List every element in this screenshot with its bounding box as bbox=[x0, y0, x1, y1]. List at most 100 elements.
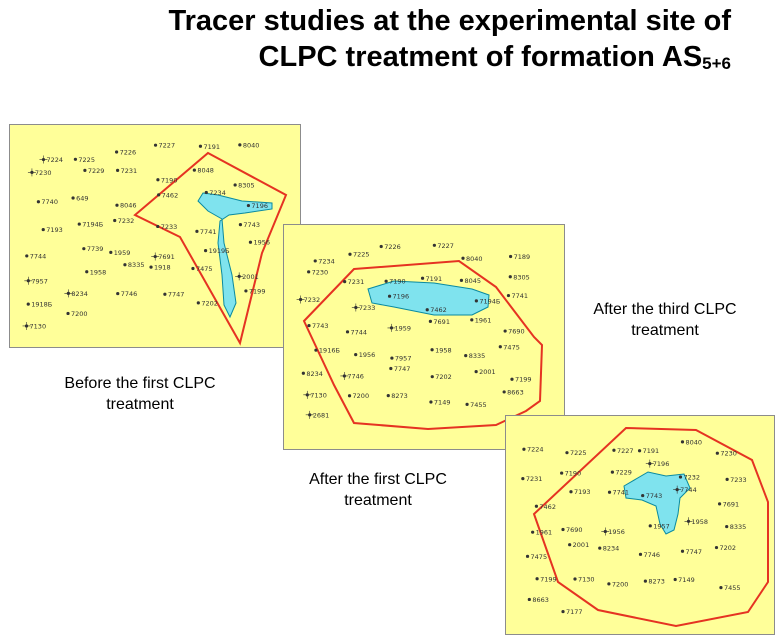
well-dot bbox=[354, 353, 358, 357]
well-marker: 7741 bbox=[607, 489, 629, 497]
well-dot bbox=[534, 504, 539, 508]
well-marker: 7224 bbox=[522, 446, 543, 454]
well-marker: 7746 bbox=[340, 371, 364, 380]
well-label: 7232 bbox=[118, 217, 135, 225]
well-marker: 8663 bbox=[502, 388, 524, 396]
well-label: 7202 bbox=[719, 544, 736, 552]
well-dot bbox=[313, 259, 317, 263]
well-dot bbox=[36, 200, 41, 204]
well-label: 8234 bbox=[306, 370, 323, 378]
well-dot bbox=[464, 354, 468, 358]
title-main-text: CLPC treatment of formation AS bbox=[258, 41, 703, 73]
injection-well-cross bbox=[39, 155, 48, 164]
well-label: 7226 bbox=[384, 243, 401, 251]
injection-well-cross bbox=[151, 252, 160, 261]
well-marker: 7199 bbox=[510, 376, 532, 384]
well-label: 2001 bbox=[573, 541, 590, 549]
well-label: 7230 bbox=[720, 450, 737, 458]
well-label: 7196 bbox=[251, 202, 268, 210]
well-dot bbox=[153, 143, 158, 147]
well-dot bbox=[719, 586, 723, 590]
well-marker: 7740 bbox=[36, 198, 58, 206]
well-marker: 8234 bbox=[301, 370, 323, 378]
well-dot bbox=[509, 254, 513, 259]
well-label: 7190 bbox=[389, 278, 406, 286]
well-label: 7199 bbox=[540, 575, 557, 583]
well-label: 8305 bbox=[513, 273, 530, 281]
well-dot bbox=[678, 475, 683, 479]
well-label: 2001 bbox=[242, 273, 259, 281]
well-label: 7190 bbox=[161, 176, 178, 184]
well-dot bbox=[498, 345, 502, 349]
well-label: 7747 bbox=[686, 548, 703, 556]
well-label: 1918Б bbox=[31, 301, 52, 309]
well-dot bbox=[307, 270, 311, 274]
well-dot bbox=[459, 278, 464, 282]
well-dot bbox=[343, 280, 347, 284]
injection-well-cross bbox=[340, 371, 349, 380]
well-marker: 7193 bbox=[41, 226, 63, 234]
well-marker: 8273 bbox=[386, 392, 408, 400]
well-dot bbox=[461, 256, 465, 260]
injection-well-cross bbox=[684, 517, 693, 526]
well-marker: 8040 bbox=[238, 141, 259, 149]
well-marker: 7232 bbox=[113, 217, 134, 225]
well-marker: 8234 bbox=[598, 545, 619, 553]
well-label: 7230 bbox=[35, 169, 52, 177]
well-dot bbox=[246, 203, 251, 208]
well-marker: 7231 bbox=[521, 475, 542, 483]
well-dot bbox=[503, 329, 507, 333]
caption-before-first: Before the first CLPC treatment bbox=[64, 375, 216, 413]
treatment-boundary bbox=[133, 151, 288, 346]
well-marker: 7191 bbox=[637, 447, 659, 455]
well-dot bbox=[612, 448, 616, 452]
well-label: 1959 bbox=[114, 249, 131, 257]
well-marker: 7690 bbox=[561, 526, 583, 534]
well-dot bbox=[248, 240, 253, 244]
well-marker: 7227 bbox=[432, 242, 454, 250]
injection-well-cross bbox=[351, 303, 360, 312]
well-dot bbox=[347, 394, 352, 398]
well-dot bbox=[680, 549, 685, 553]
well-dot bbox=[607, 582, 611, 586]
well-dot bbox=[379, 244, 383, 249]
well-marker: 7200 bbox=[66, 310, 88, 318]
well-dot bbox=[673, 577, 677, 582]
well-dot bbox=[428, 319, 433, 323]
well-label: 1956 bbox=[359, 351, 376, 359]
well-marker: 1959 bbox=[387, 323, 411, 332]
well-label: 1919Б bbox=[209, 247, 230, 255]
tracer-zone bbox=[623, 471, 691, 535]
well-label: 7475 bbox=[531, 553, 548, 561]
well-marker: 7196 bbox=[645, 459, 669, 468]
well-dot bbox=[607, 490, 612, 494]
well-label: 7230 bbox=[312, 268, 329, 276]
well-marker: 2001 bbox=[474, 368, 496, 376]
well-dot bbox=[114, 150, 119, 154]
well-marker: 7130 bbox=[573, 576, 595, 584]
well-marker: 7747 bbox=[163, 291, 184, 299]
well-label: 1916Б bbox=[319, 347, 340, 355]
well-dot bbox=[535, 577, 539, 581]
well-marker: 1958 bbox=[430, 346, 452, 354]
well-marker: 7462 bbox=[425, 306, 447, 314]
well-label: 7194Б bbox=[82, 221, 103, 229]
tracer-zone bbox=[197, 192, 273, 319]
well-marker: 7455 bbox=[465, 401, 487, 409]
well-label: 7957 bbox=[395, 355, 412, 363]
well-marker: 1956 bbox=[354, 351, 375, 359]
well-marker: 7199 bbox=[244, 287, 265, 295]
well-label: 7225 bbox=[570, 449, 587, 457]
well-dot bbox=[204, 190, 208, 195]
well-marker: 7691 bbox=[151, 252, 175, 261]
tracer-zone bbox=[367, 280, 490, 316]
well-marker: 1956 bbox=[601, 527, 625, 536]
well-marker: 7225 bbox=[73, 156, 95, 164]
well-dot bbox=[198, 144, 203, 148]
injection-well-cross bbox=[296, 295, 305, 304]
well-marker: 7690 bbox=[503, 328, 525, 336]
well-marker: 2681 bbox=[305, 410, 329, 419]
well-dot bbox=[637, 449, 642, 453]
well-marker: 7741 bbox=[195, 228, 216, 236]
